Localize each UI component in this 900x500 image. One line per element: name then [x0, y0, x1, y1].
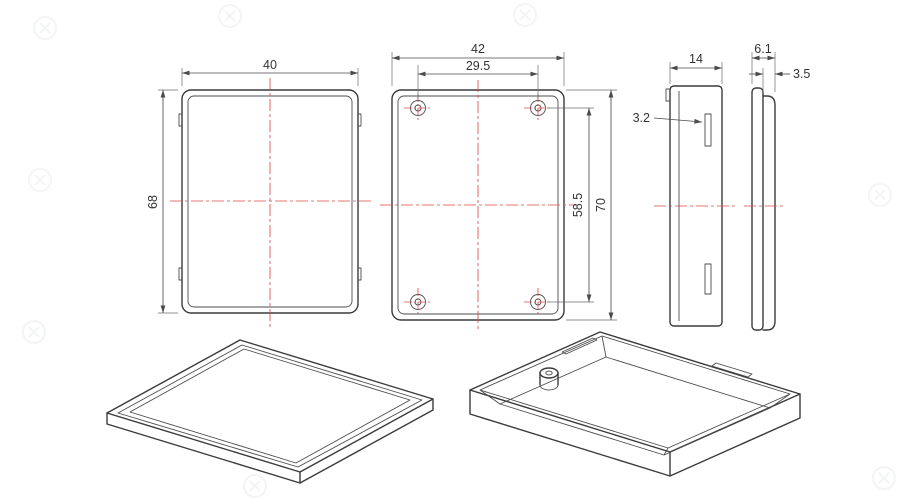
iso-base-rim: [469, 331, 801, 453]
dim-profile-lip: 3.5: [749, 67, 810, 92]
lid-clip-notches: [178, 113, 362, 281]
base-centerlines: [380, 80, 576, 332]
dim-text-side-depth: 14: [689, 52, 703, 66]
dim-text-profile-lip: 3.5: [793, 67, 810, 81]
dim-text-base-height: 70: [594, 198, 608, 212]
profile-rim: [762, 95, 776, 331]
side-view: 3.2 14: [633, 52, 738, 327]
iso-base-wall-slots: [561, 337, 753, 378]
lid-centerlines: [170, 78, 372, 328]
iso-view-lid: [106, 339, 434, 484]
iso-lid-thickness: [106, 398, 434, 484]
dim-lid-width: 40: [181, 58, 359, 86]
dim-slot-width: 3.2: [633, 111, 703, 125]
dim-side-depth: 14: [669, 52, 723, 84]
dim-text-base-width: 42: [471, 42, 485, 56]
front-view-lid: 40 68: [146, 58, 372, 328]
front-view-base: 42 29.5 70 58.5: [380, 42, 617, 332]
dim-text-hole-span-height: 58.5: [571, 193, 585, 217]
screw-hole: [404, 288, 432, 316]
dim-text-lid-width: 40: [263, 58, 277, 72]
dim-profile-depth: 6.1: [751, 42, 776, 92]
iso-base-wall-edges: [479, 335, 791, 456]
side-slots: [704, 113, 712, 295]
profile-view: 6.1 3.5: [744, 42, 810, 331]
iso-base-walls: [469, 389, 801, 477]
dim-base-height: 70: [566, 89, 617, 321]
dim-text-hole-span-width: 29.5: [466, 59, 490, 73]
dim-hole-span-width: 29.5: [417, 59, 539, 99]
iso-lid-rim: [106, 339, 434, 473]
dim-base-width: 42: [391, 42, 565, 86]
iso-lid-floor: [129, 348, 411, 464]
dim-text-lid-height: 68: [146, 195, 160, 209]
dim-text-slot-width: 3.2: [633, 111, 650, 125]
dim-text-profile-depth: 6.1: [754, 42, 771, 56]
dim-lid-height: 68: [146, 89, 178, 314]
profile-plate: [751, 87, 764, 331]
iso-lid-inner-rim: [117, 344, 423, 468]
iso-base-screw-boss: [539, 367, 559, 391]
watermark-pattern: [22, 3, 896, 498]
dim-hole-span-height: 58.5: [547, 107, 594, 303]
side-lip-step: [665, 88, 670, 102]
screw-hole: [524, 288, 552, 316]
screw-holes: [404, 94, 552, 316]
iso-view-base: [469, 331, 801, 477]
